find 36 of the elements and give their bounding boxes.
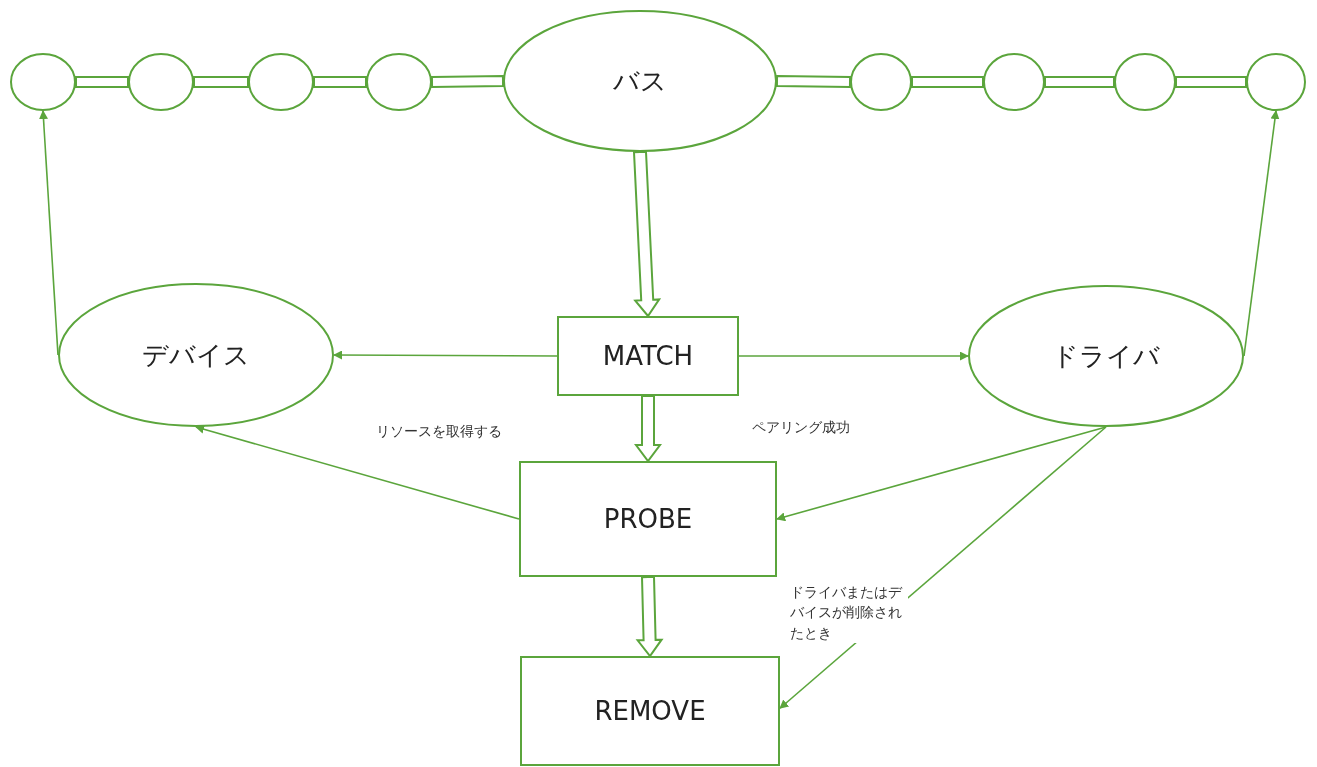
bus-link [1044,76,1115,88]
hollow-arrow [635,575,664,658]
bus-link [430,75,505,88]
hollow-arrow [634,395,662,463]
process-box [557,316,739,396]
bus-link [313,76,367,88]
ellipse-node [968,285,1244,427]
node-label: デバイス [142,338,250,372]
ellipse-node [58,283,334,427]
bus-link [193,76,249,88]
bus-link [75,76,129,88]
empty-circle-node [248,53,314,111]
empty-circle-node [1246,53,1306,111]
ellipse-node [503,10,777,152]
edge-label: リソースを取得する [376,421,502,442]
empty-circle-node [1114,53,1176,111]
empty-circle-node [10,53,76,111]
hollow-arrow [632,150,662,318]
process-box [519,461,777,577]
bus-link [1175,76,1247,88]
arrow [333,350,558,360]
empty-circle-node [128,53,194,111]
bus-link [775,75,852,88]
process-box [520,656,780,766]
empty-circle-node [850,53,912,111]
empty-circle-node [366,53,432,111]
bus-link [911,76,984,88]
node-label: MATCH [602,341,694,371]
arrow [738,351,969,361]
node-label: ドライバ [1052,339,1160,373]
node-label: REMOVE [594,696,706,726]
arrow [776,426,1107,522]
node-label: PROBE [603,504,693,534]
node-label: バス [613,64,667,98]
arrow [195,424,520,520]
empty-circle-node [983,53,1045,111]
